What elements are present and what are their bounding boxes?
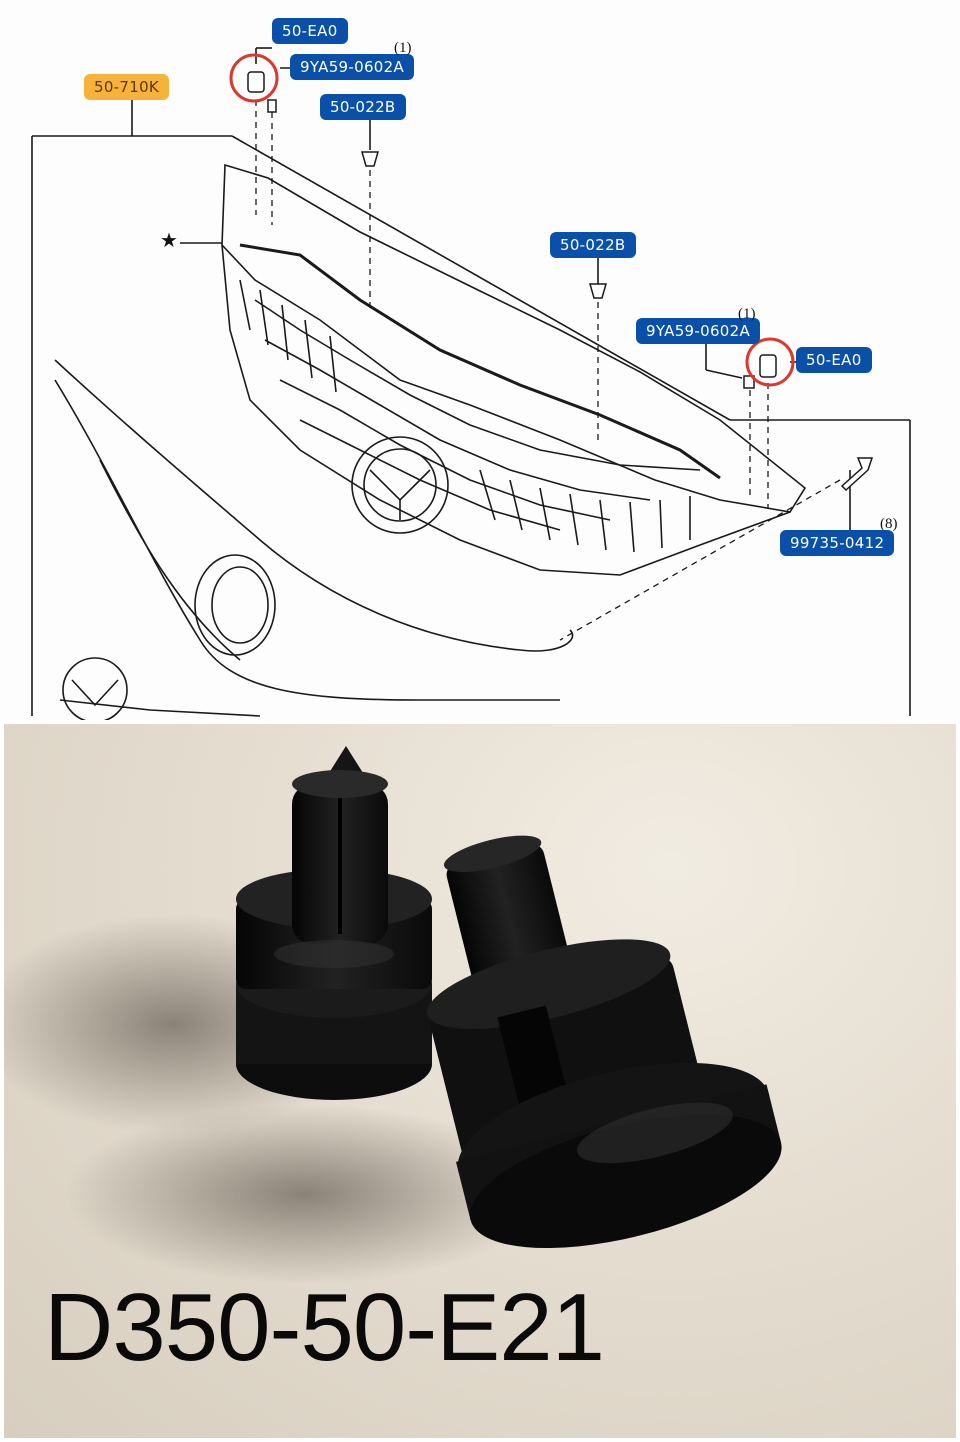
clip-left	[236, 746, 432, 1100]
callout-screw-right[interactable]: 9YA59-0602A	[636, 318, 761, 344]
part-photo	[4, 724, 956, 1438]
clip-right	[427, 835, 782, 1249]
qty-top-left: (1)	[394, 40, 412, 56]
callout-screw-side[interactable]: 99735-0412	[780, 530, 895, 556]
callout-clip-right[interactable]: 50-EA0	[796, 347, 872, 373]
callout-fastener-center-left[interactable]: 50-022B	[320, 94, 406, 120]
star-marker: ★	[160, 228, 178, 252]
qty-side: (8)	[880, 516, 898, 532]
callout-grille-assembly[interactable]: 50-710K	[84, 74, 170, 100]
callout-fastener-center-right[interactable]: 50-022B	[550, 232, 636, 258]
parts-diagram: ★ 50-710K 50-EA0 9YA59-0602A (1) 50-022B…	[0, 0, 960, 720]
grille-line-drawing	[31, 47, 911, 720]
push-clip-fastener-icon	[4, 746, 782, 1284]
highlight-circles	[229, 53, 795, 387]
callout-clip-top-left[interactable]: 50-EA0	[272, 18, 348, 44]
qty-right: (1)	[738, 306, 756, 322]
part-number-label: D350-50-E21	[44, 1274, 605, 1381]
callout-screw-top-left[interactable]: 9YA59-0602A	[290, 54, 415, 80]
